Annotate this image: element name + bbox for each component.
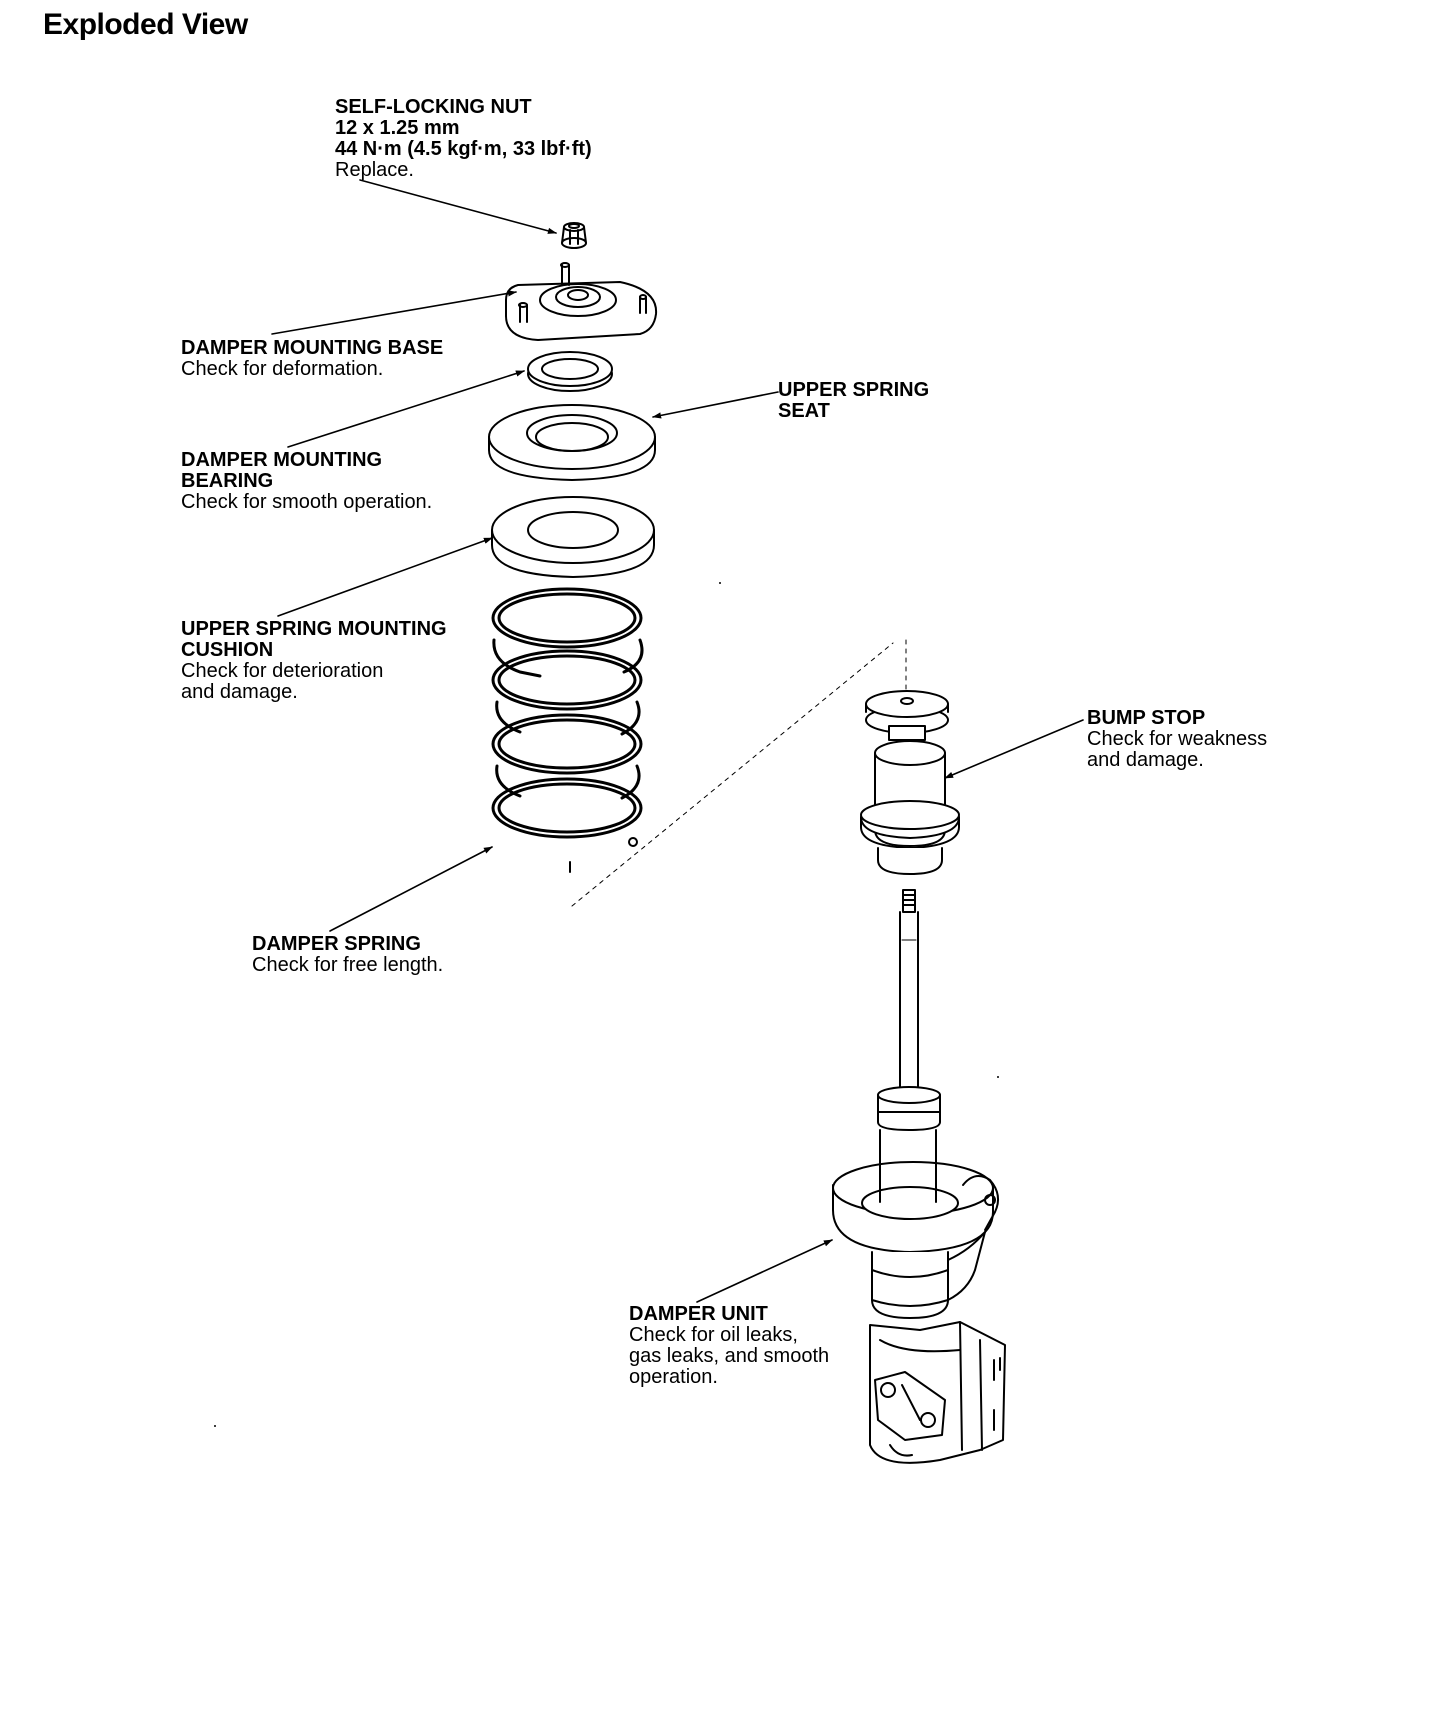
callout-self-locking-nut-size: 12 x 1.25 mm bbox=[335, 117, 460, 139]
callout-damper-mounting-base: DAMPER MOUNTING BASE Check for deformati… bbox=[181, 338, 443, 380]
callout-self-locking-nut: SELF-LOCKING NUT 12 x 1.25 mm 44 N·m (4.… bbox=[335, 97, 592, 181]
callout-damper-unit-note1: Check for oil leaks, bbox=[629, 1324, 798, 1346]
callout-damper-mounting-bearing-note: Check for smooth operation. bbox=[181, 491, 433, 513]
callout-self-locking-nut-name: SELF-LOCKING NUT bbox=[335, 96, 532, 118]
callout-damper-mounting-base-note: Check for deformation. bbox=[181, 358, 384, 380]
damper-mounting-bearing-part bbox=[528, 352, 612, 391]
self-locking-nut-part bbox=[562, 223, 586, 248]
leader-upper-spring-mounting-cushion bbox=[278, 538, 493, 616]
leader-upper-spring-seat bbox=[652, 392, 778, 419]
callout-upper-spring-mounting-cushion: UPPER SPRING MOUNTING CUSHION Check for … bbox=[181, 619, 447, 703]
leader-damper-mounting-bearing bbox=[288, 371, 525, 447]
callout-bump-stop-note2: and damage. bbox=[1087, 749, 1204, 771]
callout-bump-stop-name: BUMP STOP bbox=[1087, 707, 1206, 729]
callout-damper-unit-note3: operation. bbox=[629, 1366, 718, 1388]
alignment-guide-lines bbox=[572, 640, 906, 906]
callout-upper-spring-seat-line2: SEAT bbox=[778, 400, 830, 422]
page-title: Exploded View bbox=[43, 8, 248, 41]
upper-spring-mounting-cushion-part bbox=[492, 497, 654, 577]
leader-self-locking-nut bbox=[360, 180, 557, 234]
bump-stop-part bbox=[861, 691, 959, 874]
leader-arrows bbox=[272, 180, 1083, 1302]
callout-self-locking-nut-note: Replace. bbox=[335, 159, 414, 181]
upper-spring-seat-part bbox=[489, 405, 655, 480]
callout-damper-spring: DAMPER SPRING Check for free length. bbox=[252, 934, 443, 976]
leader-damper-spring bbox=[330, 847, 492, 931]
callout-cushion-note1: Check for deterioration bbox=[181, 660, 384, 682]
leader-damper-mounting-base bbox=[272, 290, 517, 334]
callout-damper-mounting-bearing-line2: BEARING bbox=[181, 470, 274, 492]
callout-cushion-line2: CUSHION bbox=[181, 639, 274, 661]
callout-damper-unit-note2: gas leaks, and smooth bbox=[629, 1345, 830, 1367]
callout-upper-spring-seat-line1: UPPER SPRING bbox=[778, 379, 930, 401]
callout-damper-mounting-base-name: DAMPER MOUNTING BASE bbox=[181, 337, 444, 359]
callout-damper-spring-name: DAMPER SPRING bbox=[252, 933, 421, 955]
scan-specks bbox=[214, 582, 999, 1427]
damper-mounting-base-part bbox=[506, 263, 656, 340]
callout-bump-stop-note1: Check for weakness bbox=[1087, 728, 1268, 750]
callout-bump-stop: BUMP STOP Check for weakness and damage. bbox=[1087, 708, 1267, 771]
damper-spring-part bbox=[493, 589, 642, 872]
callout-damper-mounting-bearing-line1: DAMPER MOUNTING bbox=[181, 449, 383, 471]
callout-damper-spring-note: Check for free length. bbox=[252, 954, 444, 976]
callout-cushion-line1: UPPER SPRING MOUNTING bbox=[181, 618, 447, 640]
callout-damper-mounting-bearing: DAMPER MOUNTING BEARING Check for smooth… bbox=[181, 450, 432, 513]
leader-bump-stop bbox=[944, 720, 1083, 778]
leader-damper-unit bbox=[697, 1240, 833, 1302]
damper-unit-part bbox=[833, 890, 1005, 1463]
callout-damper-unit: DAMPER UNIT Check for oil leaks, gas lea… bbox=[629, 1304, 829, 1388]
callout-self-locking-nut-torque: 44 N·m (4.5 kgf·m, 33 lbf·ft) bbox=[335, 138, 592, 160]
callout-damper-unit-name: DAMPER UNIT bbox=[629, 1303, 768, 1325]
callout-cushion-note2: and damage. bbox=[181, 681, 298, 703]
callout-upper-spring-seat: UPPER SPRING SEAT bbox=[778, 380, 929, 422]
